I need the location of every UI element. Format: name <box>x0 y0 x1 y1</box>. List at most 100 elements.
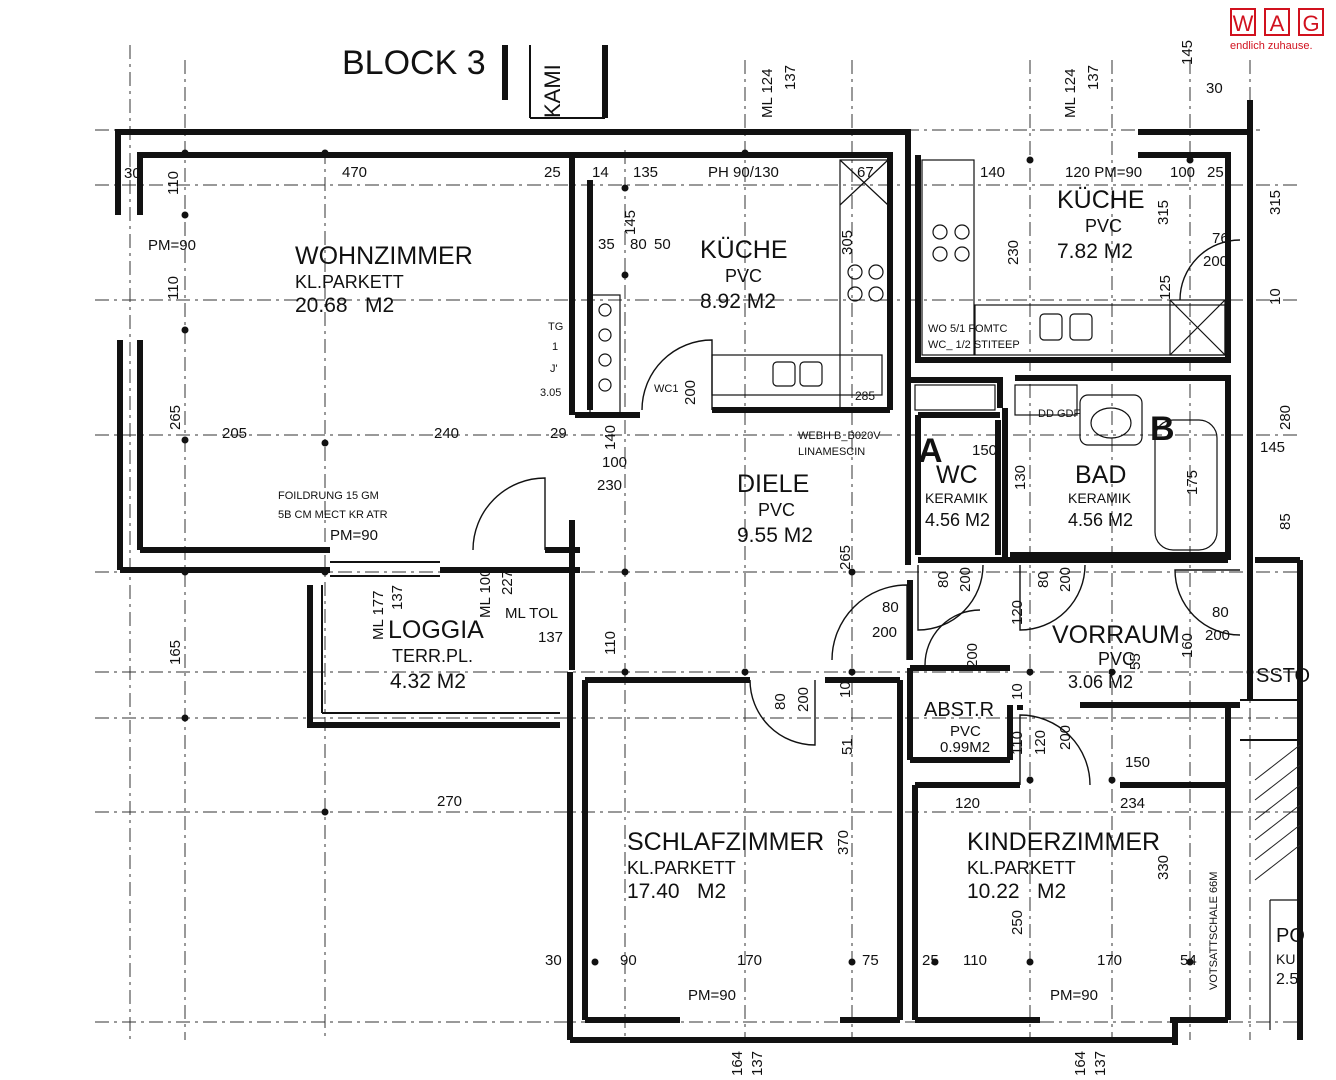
note-tg-3: J' <box>550 363 558 375</box>
room-name-kinderzimmer: KINDERZIMMER <box>967 828 1160 856</box>
room-vorraum: VORRAUM PVC 3.06 M2 <box>1052 621 1180 692</box>
room-name-loggia: LOGGIA <box>388 616 484 644</box>
note-ml100: ML 100 <box>477 569 494 618</box>
dim-label: 370 <box>835 830 852 855</box>
dim-label: 270 <box>437 793 462 810</box>
note-25-right: 2.5 <box>1276 971 1298 988</box>
dim-label: 170 <box>1097 952 1122 969</box>
note-ml137-c: 137 <box>389 585 406 610</box>
dim-label: 75 <box>862 952 879 969</box>
room-kueche-2: KÜCHE PVC 7.82 M2 <box>1057 186 1145 263</box>
note-ml227: 227 <box>499 570 516 595</box>
dim-label: 110 <box>602 631 619 655</box>
dim-label: 305 <box>839 230 856 255</box>
room-schlafzimmer: SCHLAFZIMMER KL.PARKETT 17.40 M2 <box>627 828 824 903</box>
plan-notes: FOILDRUNG 15 GM 5B CM MECT KR ATR PM=90 … <box>148 40 1310 1004</box>
room-name-kueche-1: KÜCHE <box>700 236 788 264</box>
dim-label: 175 <box>1184 470 1201 495</box>
note-wo-mark: WO 5/1 FOMTC <box>928 323 1008 335</box>
dim-label: 100 <box>602 454 627 471</box>
room-floor-bad: KERAMIK <box>1068 490 1132 506</box>
note-votsatt: VOTSATTSCHALE 66M <box>1208 872 1220 990</box>
note-dd: DD GDF <box>1038 408 1080 420</box>
dim-label: 200 <box>964 643 981 668</box>
room-name-diele: DIELE <box>737 470 809 498</box>
room-name-wc: WC <box>936 461 978 489</box>
dim-label: 280 <box>1277 405 1294 430</box>
room-floor-kueche-2: PVC <box>1085 216 1122 236</box>
dim-label: 25 <box>922 952 939 969</box>
dim-label: 110 <box>165 171 182 195</box>
dim-label: 165 <box>167 640 184 665</box>
dim-label: 140 <box>980 164 1005 181</box>
dim-label: 10 <box>837 681 854 698</box>
dim-label: 200 <box>872 624 897 641</box>
dim-label: 200 <box>682 380 699 405</box>
kitchen-fixtures <box>589 159 1226 551</box>
walls <box>115 45 1303 1045</box>
note-ml124-b: ML 124 <box>1062 69 1079 118</box>
note-ku-right: KU <box>1276 951 1295 967</box>
room-wc: WC KERAMIK 4.56 M2 <box>925 461 990 530</box>
dim-label: 130 <box>1012 465 1029 490</box>
dim-label: 315 <box>1267 190 1284 215</box>
dim-label: 90 <box>620 952 637 969</box>
facade-hatching <box>1254 744 1301 1030</box>
room-wohnzimmer: WOHNZIMMER KL.PARKETT 20.68 M2 <box>295 242 473 317</box>
room-area-schlafzimmer: 17.40 M2 <box>627 880 726 903</box>
dim-label: 120 PM=90 <box>1065 164 1142 181</box>
room-floor-kueche-1: PVC <box>725 266 762 286</box>
dim-label: 10 <box>1009 683 1026 700</box>
note-ml177: ML 177 <box>370 591 387 640</box>
dim-label: 150 <box>972 442 997 459</box>
dim-label: 10 <box>1267 288 1284 305</box>
dim-label: 200 <box>795 687 812 712</box>
dim-label: 67 <box>857 164 874 181</box>
note-ml124-a: ML 124 <box>759 69 776 118</box>
dim-label: 265 <box>167 405 184 430</box>
dim-label: 85 <box>1277 513 1294 530</box>
room-area-diele: 9.55 M2 <box>737 524 813 547</box>
note-tg-4: 3.05 <box>540 387 561 399</box>
note-webh: WEBH B_B020V <box>798 430 881 442</box>
dim-label: 80 <box>1212 604 1229 621</box>
dim-label: 150 <box>1125 754 1150 771</box>
dim-label: 265 <box>837 545 854 570</box>
dim-label: 110 <box>1009 731 1026 755</box>
dim-label: 120 <box>955 795 980 812</box>
dim-label: 110 <box>165 276 182 300</box>
note-po-right: PO <box>1276 925 1305 947</box>
room-floor-diele: PVC <box>758 500 795 520</box>
dim-label: 80 <box>882 599 899 616</box>
note-pm90-kinder: PM=90 <box>1050 987 1098 1004</box>
dim-label: 137 <box>1092 1051 1109 1076</box>
dim-label: 100 <box>1170 164 1195 181</box>
room-loggia: LOGGIA TERR.PL. 4.32 M2 <box>388 616 484 693</box>
room-name-vorraum: VORRAUM <box>1052 621 1180 649</box>
logo-tagline: endlich zuhause. <box>1230 40 1313 52</box>
dim-label: 285 <box>855 389 875 403</box>
room-floor-schlafzimmer: KL.PARKETT <box>627 858 736 878</box>
dim-label: 164 <box>1072 1051 1089 1076</box>
note-pm90-wohn: PM=90 <box>330 527 378 544</box>
room-floor-wohnzimmer: KL.PARKETT <box>295 272 404 292</box>
section-marker-a: A <box>918 432 943 470</box>
dim-label: 470 <box>342 164 367 181</box>
dim-label: 50 <box>654 236 671 253</box>
dim-label: 110 <box>963 952 987 969</box>
room-floor-vorraum: PVC <box>1098 649 1135 669</box>
room-floor-kinderzimmer: KL.PARKETT <box>967 858 1076 878</box>
dim-label: 120 <box>1009 600 1026 625</box>
note-ml137-a: 137 <box>782 65 799 90</box>
room-area-bad: 4.56 M2 <box>1068 510 1133 530</box>
room-area-loggia: 4.32 M2 <box>390 670 466 693</box>
dim-label: 234 <box>1120 795 1145 812</box>
logo-letter-w: W <box>1230 8 1256 36</box>
dim-label: 315 <box>1155 200 1172 225</box>
room-kueche-1: KÜCHE PVC 8.92 M2 <box>700 236 788 313</box>
dim-label: 205 <box>222 425 247 442</box>
dim-label: 140 <box>602 425 619 450</box>
room-name-kueche-2: KÜCHE <box>1057 186 1145 214</box>
note-dim145-top: 145 <box>1179 40 1196 65</box>
